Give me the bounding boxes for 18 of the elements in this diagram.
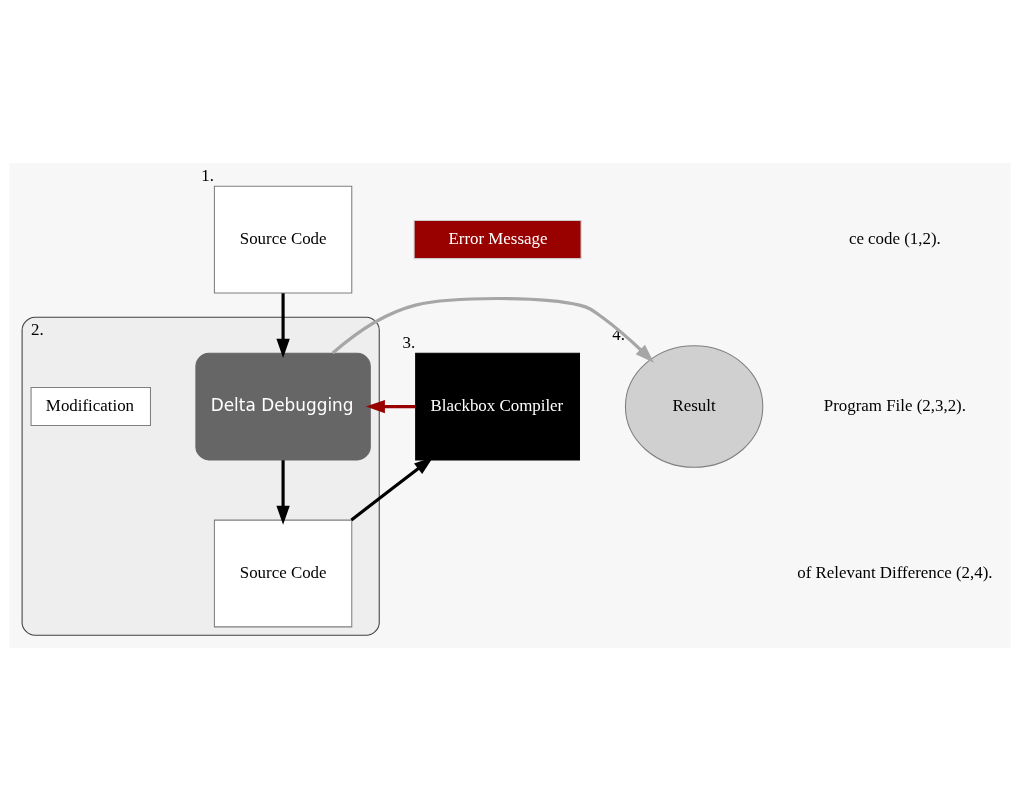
arrow: [275, 293, 290, 358]
node-box: Source Code: [213, 185, 352, 294]
label: Program File (2,3,2).: [823, 395, 966, 415]
node-label: 1.: [200, 165, 214, 185]
arrow: [365, 399, 415, 414]
label: ce code (1,2).: [848, 228, 941, 248]
node-label: 3.: [401, 332, 415, 352]
node-box: Modification: [30, 387, 151, 427]
node-box: Error Message: [413, 220, 582, 260]
node-box: Delta Debugging: [194, 352, 371, 461]
node-label: 2.: [30, 320, 44, 340]
cluster: [21, 316, 380, 636]
arrow: [349, 457, 433, 522]
node-box: Source Code: [213, 519, 352, 628]
arrow: [331, 296, 654, 363]
arrow: [275, 460, 290, 525]
node-box: Blackbox Compiler: [414, 352, 580, 461]
label: of Relevant Difference (2,4).: [796, 562, 993, 582]
